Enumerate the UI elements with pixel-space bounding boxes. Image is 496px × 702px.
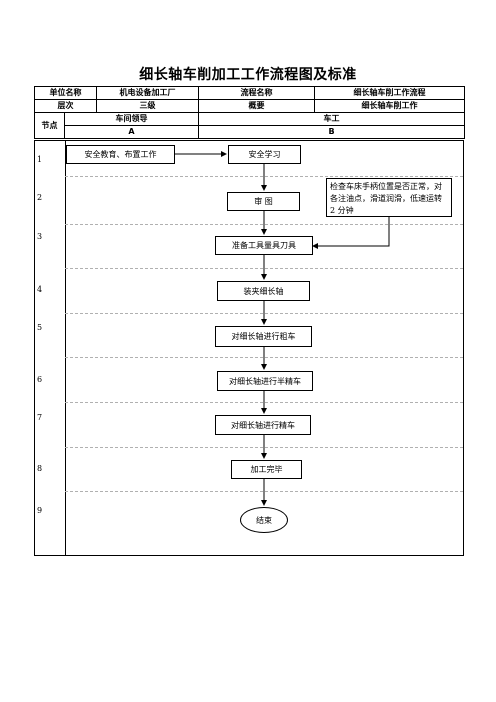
row-number: 5 — [37, 323, 43, 332]
step-clamp-shaft: 装夹细长轴 — [217, 281, 310, 301]
header-table: 单位名称 机电设备加工厂 流程名称 细长轴车削工作流程 层次 三级 概要 细长轴… — [34, 86, 465, 139]
step-finish-turning: 对细长轴进行精车 — [215, 415, 311, 435]
step-review-drawing: 审 图 — [227, 192, 300, 211]
step-safety-education: 安全教育、布置工作 — [66, 145, 175, 164]
step-rough-turning: 对细长轴进行粗车 — [215, 326, 312, 347]
row-number: 8 — [37, 464, 43, 473]
row-number: 4 — [37, 285, 43, 294]
step-machining-done: 加工完毕 — [231, 460, 302, 479]
node-column-divider — [65, 141, 66, 555]
column-b-letter: B — [198, 125, 465, 139]
column-a-letter: A — [64, 125, 199, 139]
row-number: 1 — [37, 155, 43, 164]
row-number: 9 — [37, 506, 43, 515]
page-title: 细长轴车削加工工作流程图及标准 — [139, 67, 357, 83]
inspection-note: 检查车床手柄位置是否正常，对各注油点，滑道润滑，低速运转 2 分钟 — [326, 178, 452, 217]
end-terminator: 结束 — [240, 507, 288, 533]
flowchart-area — [34, 140, 464, 556]
step-prepare-tools: 准备工具量具刀具 — [215, 236, 313, 255]
row-number: 6 — [37, 375, 43, 384]
step-safety-study: 安全学习 — [228, 145, 301, 164]
row-number: 3 — [37, 232, 43, 241]
step-semi-finish-turning: 对细长轴进行半精车 — [217, 371, 313, 391]
row-number: 7 — [37, 413, 43, 422]
row-number: 2 — [37, 193, 43, 202]
